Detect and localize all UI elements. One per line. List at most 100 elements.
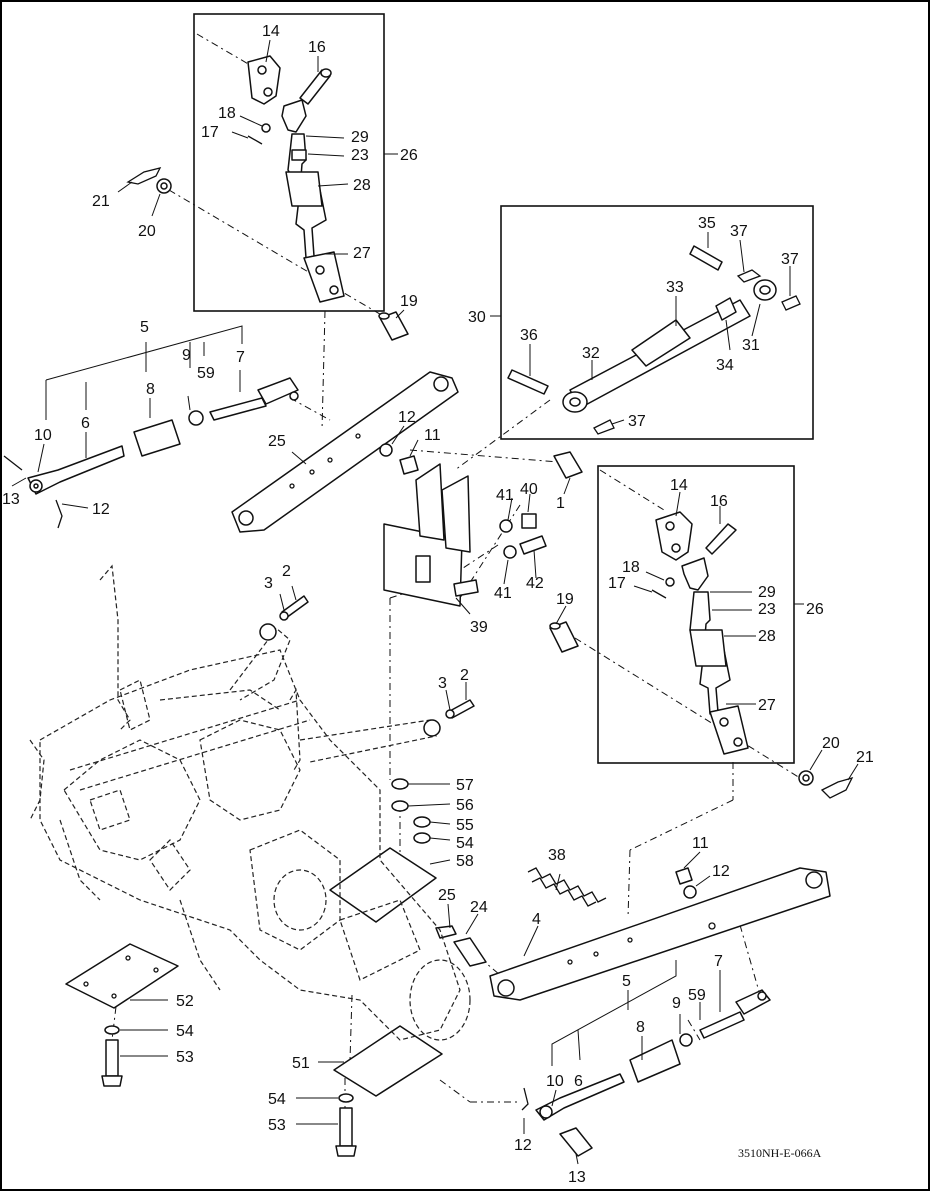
callout-11-b: 11 — [692, 835, 709, 852]
callout-16-b: 14 — [670, 477, 688, 494]
lift-rod-box-left — [193, 13, 385, 312]
callout-6-b: 6 — [574, 1073, 583, 1090]
callout-22: 21 — [92, 193, 110, 210]
callout-55: 55 — [456, 817, 474, 834]
pin-bolts — [259, 595, 475, 737]
callout-23-b: 23 — [758, 601, 776, 618]
callout-54-a: 54 — [456, 835, 474, 852]
callout-24: 24 — [470, 899, 488, 916]
callout-18: 17 — [201, 124, 219, 141]
callout-21-b: 20 — [822, 735, 840, 752]
callout-9-b: 9 — [672, 995, 681, 1012]
callout-28-b: 27 — [758, 697, 776, 714]
callout-23: 23 — [351, 147, 369, 164]
spring — [527, 867, 607, 907]
callout-41: 40 — [520, 481, 538, 498]
drawbar-bracket — [383, 451, 583, 607]
callout-18-b: 17 — [608, 575, 626, 592]
callout-20: 19 — [400, 293, 418, 310]
callout-27-b: 26 — [806, 601, 824, 618]
callout-14: 12 — [92, 501, 110, 518]
callout-36: 35 — [698, 215, 716, 232]
callout-30-b: 29 — [758, 584, 776, 601]
callout-5-b: 5 — [622, 973, 631, 990]
callout-1: 1 — [556, 495, 565, 512]
stabilizer-left — [3, 377, 299, 529]
top-link-box — [500, 205, 814, 440]
callout-30: 29 — [351, 129, 369, 146]
callout-32: 31 — [742, 337, 760, 354]
callout-29-b: 28 — [758, 628, 776, 645]
callout-2-a: 2 — [282, 563, 291, 580]
callout-10-b: 10 — [546, 1073, 564, 1090]
callout-3-a: 3 — [264, 575, 273, 592]
callout-11-top: 11 — [424, 427, 441, 444]
callout-9: 9 — [182, 347, 191, 364]
callout-40: 39 — [470, 619, 488, 636]
callout-53-b: 53 — [268, 1117, 286, 1134]
callout-29: 28 — [353, 177, 371, 194]
callout-58: 58 — [456, 853, 474, 870]
callout-54-c: 54 — [268, 1091, 286, 1108]
callout-7: 7 — [236, 349, 245, 366]
callout-19-b: 18 — [622, 559, 640, 576]
callout-6: 6 — [81, 415, 90, 432]
callout-57: 57 — [456, 777, 474, 794]
callout-28: 27 — [353, 245, 371, 262]
callout-39: 38 — [548, 847, 566, 864]
callout-10: 10 — [34, 427, 52, 444]
callout-22-b: 21 — [856, 749, 874, 766]
lift-rod-box-right — [597, 465, 795, 764]
callout-33: 32 — [582, 345, 600, 362]
callout-59-b: 59 — [688, 987, 706, 1004]
callout-8: 8 — [146, 381, 155, 398]
callout-4: 4 — [532, 911, 541, 928]
callout-2-b: 2 — [460, 667, 469, 684]
callout-17: 16 — [308, 39, 326, 56]
callout-34: 33 — [666, 279, 684, 296]
callout-3-b: 3 — [438, 675, 447, 692]
callout-labels: 14 16 18 17 29 23 26 28 27 21 20 19 5 9 … — [2, 23, 874, 1186]
callout-21: 20 — [138, 223, 156, 240]
mounting-plates — [65, 778, 443, 1157]
callout-38-c: 37 — [628, 413, 646, 430]
callout-56: 56 — [456, 797, 474, 814]
callout-7-b: 7 — [714, 953, 723, 970]
callout-25: 25 — [438, 887, 456, 904]
callout-5: 5 — [140, 319, 149, 336]
callout-12-b: 12 — [712, 863, 730, 880]
callout-26: 25 — [268, 433, 286, 450]
drawing-code: 3510NH-E-066A — [738, 1146, 822, 1160]
callout-37: 36 — [520, 327, 538, 344]
callout-38-a: 37 — [730, 223, 748, 240]
callout-53-a: 53 — [176, 1049, 194, 1066]
callout-35: 34 — [716, 357, 734, 374]
callout-31: 30 — [468, 309, 486, 326]
callout-54-b: 54 — [176, 1023, 194, 1040]
lift-rod-parts-top — [126, 55, 409, 341]
callout-8-b: 8 — [636, 1019, 645, 1036]
callout-14-b: 12 — [514, 1137, 532, 1154]
callout-51: 51 — [292, 1055, 310, 1072]
callout-13-b: 13 — [568, 1169, 586, 1186]
callout-13: 13 — [2, 491, 20, 508]
callout-20-b: 19 — [556, 591, 574, 608]
callout-43: 42 — [526, 575, 544, 592]
callout-12-top: 12 — [398, 409, 416, 426]
callout-17-b: 16 — [710, 493, 728, 510]
top-link-parts — [507, 245, 801, 435]
lower-link-right — [435, 867, 831, 1001]
callout-59: 59 — [197, 365, 215, 382]
callout-27-top: 26 — [400, 147, 418, 164]
lower-link-left — [231, 371, 459, 533]
callout-42-a: 41 — [496, 487, 514, 504]
callout-42-b: 41 — [494, 585, 512, 602]
callout-52: 52 — [176, 993, 194, 1010]
stabilizer-right — [521, 989, 771, 1157]
leader-lines — [11, 39, 859, 1165]
lift-rod-parts-bottom — [549, 511, 854, 799]
tractor-housing-ghost — [29, 564, 471, 1041]
